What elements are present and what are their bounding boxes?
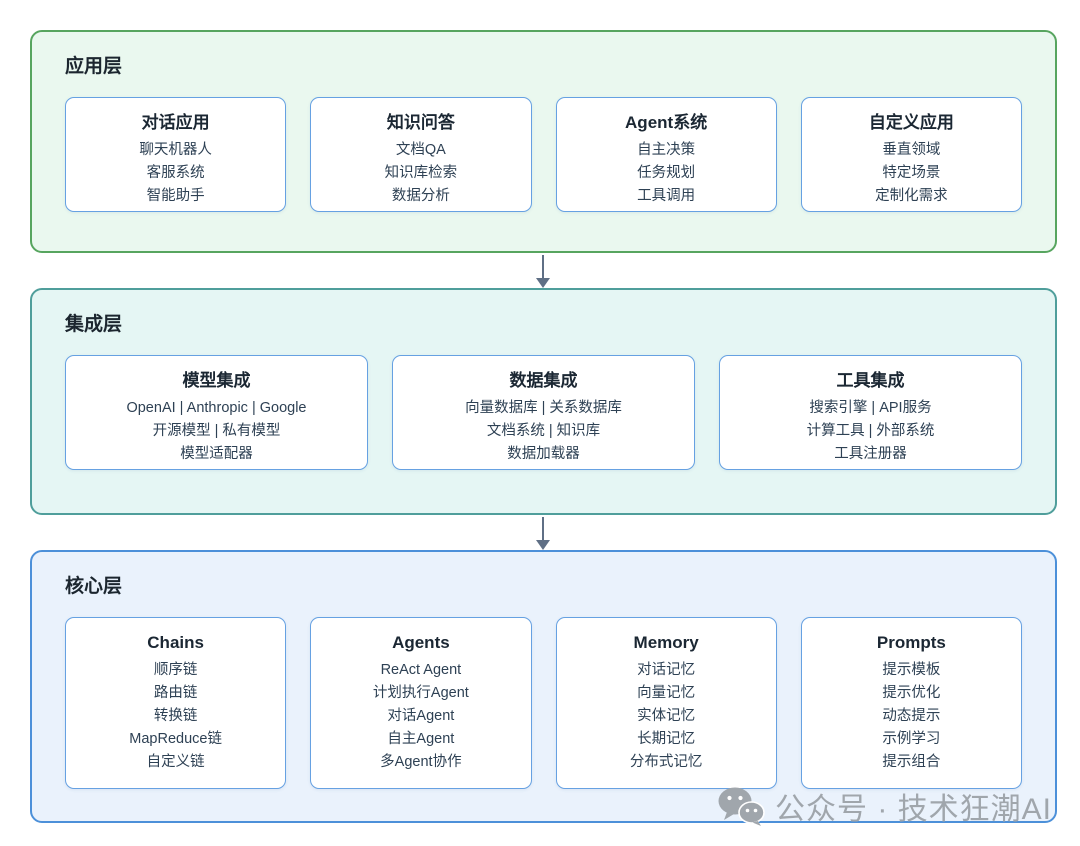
arrow-line [542, 517, 544, 540]
card-title: 自定义应用 [868, 113, 954, 132]
wechat-icon [718, 787, 765, 826]
card-item: 聊天机器人 [139, 142, 212, 158]
card-title: Memory [633, 633, 699, 652]
card-model-integration: 模型集成 OpenAI | Anthropic | Google 开源模型 | … [65, 355, 368, 470]
card-item: 任务规划 [637, 165, 696, 181]
arrow-head [536, 540, 550, 550]
card-item: 分布式记忆 [629, 754, 703, 770]
card-item: ReAct Agent [380, 662, 462, 678]
card-item: 客服系统 [146, 165, 205, 181]
card-dialog-apps: 对话应用 聊天机器人 客服系统 智能助手 [65, 97, 287, 212]
card-title: Agents [392, 633, 450, 652]
card-agent-system: Agent系统 自主决策 任务规划 工具调用 [555, 97, 777, 212]
arrow-head [536, 278, 550, 288]
card-item: 数据分析 [391, 188, 450, 204]
down-arrow-icon [535, 517, 551, 550]
card-data-integration: 数据集成 向量数据库 | 关系数据库 文档系统 | 知识库 数据加载器 [392, 355, 695, 470]
application-layer: 应用层 对话应用 聊天机器人 客服系统 智能助手 知识问答 文档QA 知识库检索… [30, 30, 1057, 253]
card-title: Chains [147, 633, 204, 652]
card-item: 工具注册器 [834, 446, 907, 462]
core-layer-cards: Chains 顺序链 路由链 转换链 MapReduce链 自定义链 Agent… [65, 617, 1022, 789]
card-item: MapReduce链 [129, 731, 222, 747]
card-item: 提示模板 [882, 662, 941, 678]
card-item: 提示组合 [882, 754, 941, 770]
card-item: 自主决策 [637, 142, 696, 158]
core-layer: 核心层 Chains 顺序链 路由链 转换链 MapReduce链 自定义链 A… [30, 550, 1057, 823]
card-item: 多Agent协作 [380, 754, 462, 770]
card-item: 文档系统 | 知识库 [486, 423, 601, 439]
card-item: 长期记忆 [637, 731, 696, 747]
card-custom-apps: 自定义应用 垂直领域 特定场景 定制化需求 [800, 97, 1022, 212]
card-item: 路由链 [153, 685, 198, 701]
card-item: 工具调用 [637, 188, 696, 204]
card-item: 智能助手 [146, 188, 205, 204]
card-item: 定制化需求 [875, 188, 948, 204]
card-item: 自定义链 [146, 754, 205, 770]
arrow-line [542, 255, 544, 278]
application-layer-title: 应用层 [65, 56, 123, 77]
card-title: 对话应用 [141, 113, 210, 132]
card-item: 向量数据库 | 关系数据库 [465, 400, 622, 416]
down-arrow-icon [535, 255, 551, 288]
card-item: 开源模型 | 私有模型 [152, 423, 281, 439]
core-layer-title: 核心层 [65, 576, 123, 597]
card-title: 知识问答 [386, 113, 455, 132]
card-title: Prompts [876, 633, 946, 652]
card-title: 模型集成 [182, 371, 251, 390]
card-item: 特定场景 [882, 165, 941, 181]
card-item: 转换链 [153, 708, 198, 724]
card-item: 对话Agent [387, 708, 455, 724]
card-item: 计算工具 | 外部系统 [806, 423, 935, 439]
card-item: 搜索引擎 | API服务 [809, 400, 932, 416]
card-item: 自主Agent [387, 731, 455, 747]
card-memory: Memory 对话记忆 向量记忆 实体记忆 长期记忆 分布式记忆 [555, 617, 777, 789]
card-item: 向量记忆 [637, 685, 696, 701]
card-item: 提示优化 [882, 685, 941, 701]
card-item: 垂直领域 [882, 142, 941, 158]
card-knowledge-qa: 知识问答 文档QA 知识库检索 数据分析 [310, 97, 532, 212]
watermark-text: 公众号 · 技术狂潮AI [774, 793, 1052, 826]
integration-layer-title: 集成层 [65, 314, 123, 335]
card-item: 动态提示 [882, 708, 941, 724]
card-title: Agent系统 [625, 113, 708, 132]
application-layer-cards: 对话应用 聊天机器人 客服系统 智能助手 知识问答 文档QA 知识库检索 数据分… [65, 97, 1022, 212]
card-chains: Chains 顺序链 路由链 转换链 MapReduce链 自定义链 [65, 617, 287, 789]
card-item: 数据加载器 [507, 446, 580, 462]
card-item: 模型适配器 [180, 446, 253, 462]
integration-layer: 集成层 模型集成 OpenAI | Anthropic | Google 开源模… [30, 288, 1057, 515]
card-item: 文档QA [395, 142, 446, 158]
card-item: 实体记忆 [637, 708, 696, 724]
card-prompts: Prompts 提示模板 提示优化 动态提示 示例学习 提示组合 [800, 617, 1022, 789]
card-item: 顺序链 [153, 662, 198, 678]
watermark: 公众号 · 技术狂潮AI [717, 784, 1052, 828]
card-item: 示例学习 [882, 731, 941, 747]
integration-layer-cards: 模型集成 OpenAI | Anthropic | Google 开源模型 | … [65, 355, 1022, 470]
card-item: 计划执行Agent [372, 685, 469, 701]
card-agents: Agents ReAct Agent 计划执行Agent 对话Agent 自主A… [310, 617, 532, 789]
card-item: OpenAI | Anthropic | Google [126, 400, 307, 416]
card-item: 知识库检索 [384, 165, 458, 181]
card-title: 工具集成 [836, 371, 905, 390]
card-item: 对话记忆 [637, 662, 696, 678]
card-tool-integration: 工具集成 搜索引擎 | API服务 计算工具 | 外部系统 工具注册器 [719, 355, 1022, 470]
card-title: 数据集成 [509, 371, 578, 390]
